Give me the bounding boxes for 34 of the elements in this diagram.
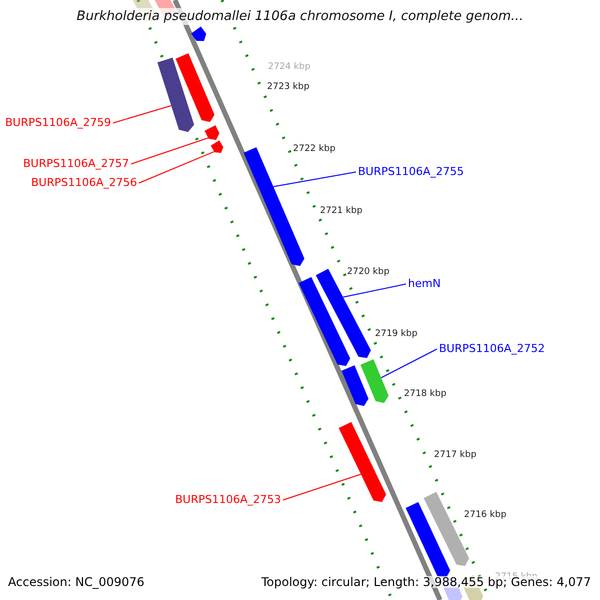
gene-label: BURPS1106A_2753 bbox=[175, 494, 281, 505]
leader-line bbox=[272, 172, 356, 188]
gene-bar bbox=[176, 53, 214, 122]
leader-line bbox=[282, 474, 362, 500]
gene-label: BURPS1106A_2756 bbox=[31, 177, 137, 188]
tick-label: 2717 kbp bbox=[434, 450, 476, 460]
gene-bar bbox=[342, 365, 368, 406]
gene-bar bbox=[406, 502, 450, 578]
leader-line bbox=[380, 348, 438, 378]
leader-line bbox=[138, 151, 215, 184]
tick-label: 2719 kbp bbox=[375, 330, 418, 338]
tick-label: 2716 kbp bbox=[464, 510, 506, 520]
gene-bar bbox=[316, 268, 371, 358]
leader-line bbox=[342, 284, 406, 298]
tick-label: 2720 kbp bbox=[347, 268, 390, 276]
gene-bar bbox=[210, 140, 224, 153]
gene-label: BURPS1106A_2752 bbox=[439, 343, 545, 354]
tick-label: 2718 kbp bbox=[404, 390, 446, 398]
gene-label: hemN bbox=[408, 278, 441, 289]
accession-text: Accession: NC_009076 bbox=[8, 576, 144, 588]
tick-label: 2724 kbp bbox=[268, 62, 310, 72]
gene-bar bbox=[157, 58, 194, 132]
gene-label: BURPS1106A_2755 bbox=[358, 166, 464, 177]
tick-label: 2723 kbp bbox=[267, 82, 310, 92]
gene-label: BURPS1106A_2757 bbox=[23, 158, 129, 169]
gene-label: BURPS1106A_2759 bbox=[5, 117, 111, 128]
leader-line bbox=[112, 105, 172, 124]
tick-label: 2721 kbp bbox=[320, 206, 362, 216]
leader-line bbox=[130, 137, 209, 164]
tick-label: 2722 kbp bbox=[293, 144, 336, 154]
gene-bar bbox=[360, 359, 389, 403]
gene-bar bbox=[204, 125, 220, 140]
gene-bar bbox=[338, 422, 386, 502]
gene-bar bbox=[298, 277, 350, 366]
